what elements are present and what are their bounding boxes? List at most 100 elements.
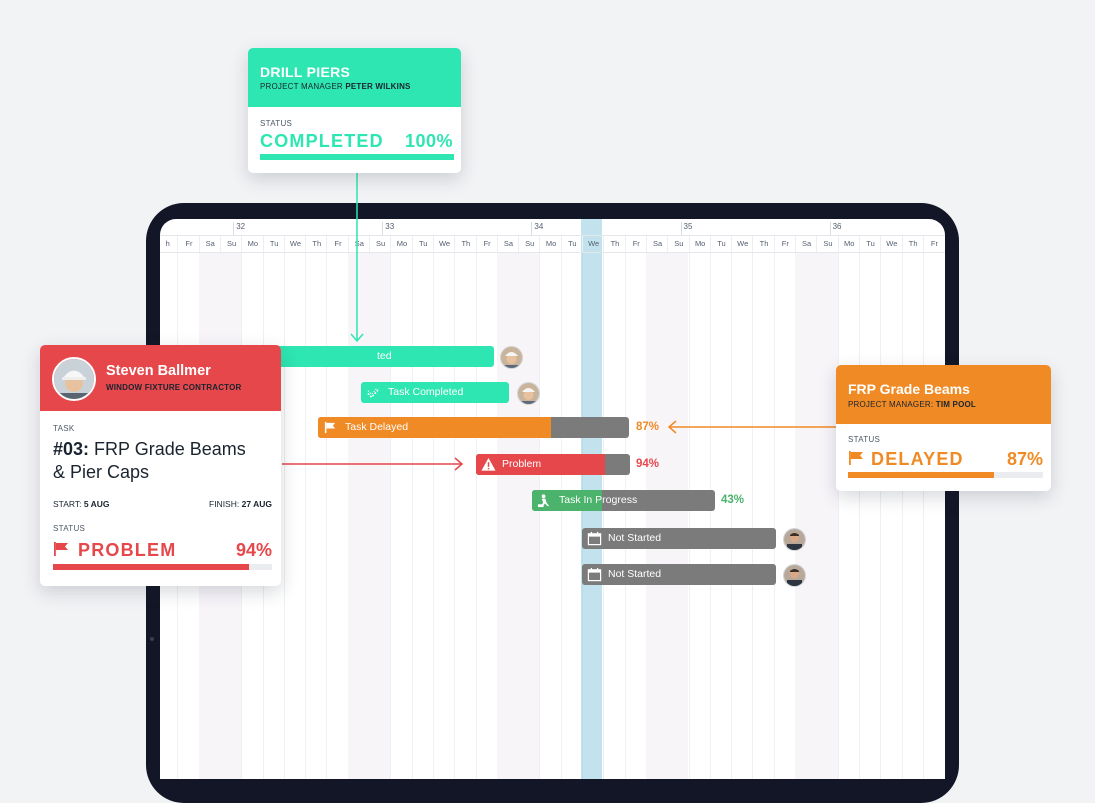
week-header: 32 33 34 35 36: [160, 219, 945, 235]
connector-frp-arrow: [667, 420, 836, 434]
avatar-peter[interactable]: [500, 346, 523, 369]
day-label: Th: [454, 236, 476, 252]
avatar-worker-2[interactable]: [783, 528, 806, 551]
day-label: Tu: [411, 236, 434, 252]
day-label: Th: [752, 236, 774, 252]
day-label: Mo: [837, 236, 860, 252]
bar-label: Task Completed: [388, 386, 464, 398]
grid-line: [475, 252, 477, 779]
grid-line: [858, 252, 860, 779]
day-label: We: [880, 236, 902, 252]
task-caption: TASK: [53, 424, 75, 433]
card-title: DRILL PIERS: [260, 64, 351, 80]
weekend-column: [645, 252, 668, 779]
grid-line: [283, 252, 285, 779]
day-label: Sa: [347, 236, 370, 252]
day-label: We: [731, 236, 753, 252]
calendar-icon: [587, 531, 602, 546]
day-label: We: [432, 236, 455, 252]
avatar-worker-1[interactable]: [517, 382, 540, 405]
day-label: Mo: [539, 236, 561, 252]
card-header: FRP Grade Beams PROJECT MANAGER: TIM POO…: [836, 365, 1051, 424]
week-label: 33: [382, 222, 394, 235]
avatar-worker-3[interactable]: [783, 564, 806, 587]
gantt-bar-not-started-2[interactable]: Not Started: [582, 564, 776, 585]
status-text: COMPLETED: [260, 131, 384, 151]
task-number: #03:: [53, 439, 90, 459]
worker-icon: [537, 494, 550, 508]
gantt-bar-task-completed[interactable]: Task Completed: [361, 382, 509, 403]
week-label: 34: [531, 222, 543, 235]
day-label: We: [582, 236, 604, 252]
gantt-bar-in-progress[interactable]: Task In Progress: [532, 490, 715, 511]
bar-label: Task In Progress: [559, 494, 638, 506]
day-label: Su: [219, 236, 242, 252]
manager-name: TIM POOL: [935, 400, 976, 409]
status-caption: STATUS: [260, 119, 293, 128]
status-text: PROBLEM: [78, 540, 177, 560]
weekend-column: [369, 252, 391, 779]
contractor-task-card[interactable]: Steven Ballmer WINDOW FIXTURE CONTRACTOR…: [40, 345, 281, 586]
grid-line: [901, 252, 903, 779]
bar-progress-fill: [476, 454, 606, 475]
day-label: Sa: [496, 236, 519, 252]
grid-line: [773, 252, 775, 779]
grid-line: [688, 252, 690, 779]
contractor-role: WINDOW FIXTURE CONTRACTOR: [106, 383, 242, 392]
gantt-bar-not-started-1[interactable]: Not Started: [582, 528, 776, 549]
percent-in-progress: 43%: [721, 494, 745, 506]
weekend-column: [816, 252, 838, 779]
start-value: 5 AUG: [83, 499, 110, 509]
finish-value: 27 AUG: [241, 499, 272, 509]
start-date: START: 5 AUG: [53, 499, 110, 509]
grid-line: [539, 252, 541, 779]
gantt-bar-problem[interactable]: Problem: [476, 454, 630, 475]
status-caption: STATUS: [848, 435, 881, 444]
gantt-bar-completed-drill[interactable]: ted: [273, 346, 494, 367]
day-label: Su: [518, 236, 540, 252]
day-label: Su: [369, 236, 391, 252]
status-percent: 87%: [1006, 449, 1043, 469]
day-label: Th: [901, 236, 924, 252]
week-label: 36: [829, 222, 842, 235]
week-label: 32: [233, 222, 245, 235]
percent-delayed: 87%: [636, 421, 660, 433]
connector-drill-arrow: [350, 172, 364, 343]
check-icon: [367, 387, 380, 399]
warning-icon: [481, 457, 496, 471]
day-label: Tu: [858, 236, 881, 252]
week-label: 35: [680, 222, 692, 235]
bar-label: Not Started: [608, 532, 662, 544]
day-label: Th: [305, 236, 327, 252]
project-manager-line: PROJECT MANAGER: TIM POOL: [848, 400, 976, 409]
status-caption: STATUS: [53, 524, 86, 533]
day-label: Su: [667, 236, 689, 252]
grid-line: [582, 252, 583, 779]
day-label: Fr: [475, 236, 498, 252]
grid-line: [305, 252, 307, 779]
day-label: Mo: [241, 236, 263, 252]
grid-line: [560, 252, 562, 779]
connector-person-arrow: [282, 457, 464, 471]
grid-line: [432, 252, 434, 779]
bar-label: Problem: [502, 458, 542, 470]
bar-progress-fill: [318, 417, 552, 438]
grid-line: [837, 252, 839, 779]
progress-bar: [260, 154, 454, 160]
grid-line: [390, 252, 392, 779]
progress-bar: [848, 472, 1043, 478]
day-label: Fr: [624, 236, 647, 252]
day-label: Su: [816, 236, 838, 252]
drill-piers-card[interactable]: DRILL PIERS PROJECT MANAGER PETER WILKIN…: [248, 48, 461, 173]
progress-bar: [53, 564, 272, 570]
card-title: FRP Grade Beams: [848, 381, 970, 397]
tablet-camera: [150, 637, 154, 641]
progress-fill: [53, 564, 250, 570]
gantt-bar-task-delayed[interactable]: Task Delayed: [318, 417, 629, 438]
frp-grade-beams-card[interactable]: FRP Grade Beams PROJECT MANAGER: TIM POO…: [836, 365, 1051, 491]
task-name-line1: FRP Grade Beams: [94, 439, 246, 459]
grid-line: [603, 252, 605, 779]
